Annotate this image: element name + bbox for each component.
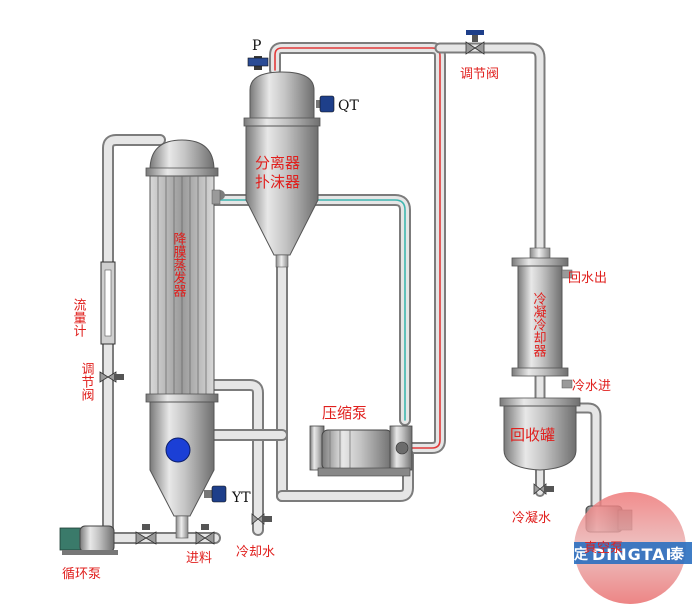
dingtai-logo: 定 DINGTAI 泰 <box>574 492 692 604</box>
flowmeter <box>100 261 116 345</box>
pipe-network <box>102 42 602 546</box>
pressure-gauge[interactable] <box>247 56 269 70</box>
feed-valve-2[interactable] <box>195 524 215 545</box>
label-flowmeter: 流量计 <box>71 298 87 337</box>
label-regulating-valve-top: 调节阀 <box>460 67 499 82</box>
label-recovery-tank: 回收罐 <box>510 426 555 444</box>
label-cold-water-in: 冷水进 <box>572 379 611 394</box>
compressor-pump <box>309 425 413 477</box>
circulation-pump <box>59 525 118 555</box>
sight-glass <box>165 437 191 463</box>
thermometer-yt[interactable] <box>204 485 227 503</box>
label-condensate: 冷凝水 <box>512 510 551 526</box>
label-thermometer-qt: QT <box>338 98 359 114</box>
condenser-cooler <box>511 247 573 389</box>
regulating-valve-top[interactable] <box>465 30 485 55</box>
separator-vessel <box>243 71 321 268</box>
label-feed: 进料 <box>186 551 212 566</box>
label-water-return: 回水出 <box>568 271 607 286</box>
logo-char-right: 泰 <box>669 546 685 563</box>
cooling-water-valve[interactable] <box>251 513 272 525</box>
condensate-valve[interactable] <box>533 483 554 495</box>
label-demister: 扑沫器 <box>255 173 300 191</box>
recovery-tank <box>499 397 581 471</box>
label-cooling-water: 冷却水 <box>236 545 275 560</box>
thermometer-qt[interactable] <box>316 95 335 113</box>
logo-brand: DINGTAI <box>592 545 672 564</box>
logo-char-left: 定 <box>574 546 588 563</box>
regulating-valve-left[interactable] <box>99 371 124 383</box>
label-evaporator: 降膜蒸发器 <box>171 232 187 298</box>
falling-film-evaporator <box>145 139 221 539</box>
label-compressor: 压缩泵 <box>322 404 367 422</box>
label-thermometer-yt: YT <box>231 490 251 506</box>
label-condenser: 冷凝冷却器 <box>531 292 547 358</box>
label-vacuum-pump: 真空泵 <box>584 541 623 556</box>
feed-valve[interactable] <box>135 524 157 545</box>
evaporator-tubes <box>157 176 207 396</box>
label-circulation-pump: 循环泵 <box>62 567 101 582</box>
label-pressure-gauge: P <box>252 38 261 54</box>
label-regulating-valve-left: 调节阀 <box>79 362 95 401</box>
label-separator: 分离器 <box>255 154 300 172</box>
